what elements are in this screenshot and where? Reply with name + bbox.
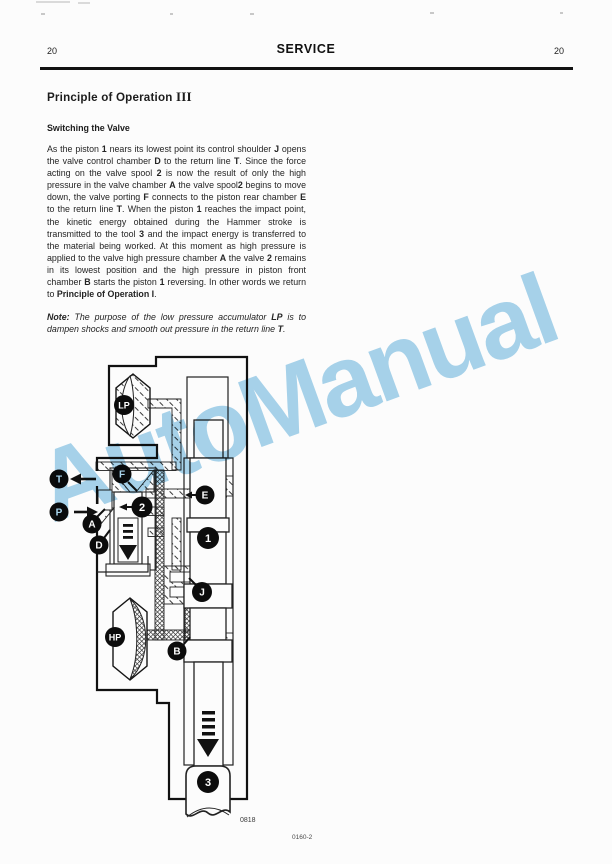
badge-t: T bbox=[49, 469, 69, 489]
svg-text:F: F bbox=[119, 470, 125, 481]
badge-hp: HP bbox=[105, 627, 125, 647]
svg-text:2: 2 bbox=[139, 502, 145, 514]
page-title: SERVICE bbox=[276, 42, 336, 56]
scan-artifact bbox=[36, 1, 70, 3]
scan-artifact bbox=[78, 2, 90, 4]
spool-stroke-arrow bbox=[119, 524, 137, 560]
svg-text:3: 3 bbox=[205, 777, 211, 789]
badge-spool-2: 2 bbox=[131, 496, 153, 518]
page-number-right: 20 bbox=[553, 46, 564, 56]
header-rule bbox=[40, 67, 573, 70]
badge-f: F bbox=[112, 464, 132, 484]
scan-artifact bbox=[41, 13, 45, 15]
p-flow-arrowhead bbox=[87, 506, 98, 518]
badges: LP T P F 2 A D E 1 J HP B 3 bbox=[49, 395, 219, 793]
chamber-j-notch bbox=[169, 571, 191, 583]
badge-lp: LP bbox=[114, 395, 134, 415]
figure-number: 0818 bbox=[240, 817, 256, 824]
badge-a: A bbox=[82, 514, 102, 534]
body-paragraph: As the piston 1 nears its lowest point i… bbox=[47, 144, 306, 300]
badge-p: P bbox=[49, 502, 69, 522]
svg-text:1: 1 bbox=[205, 533, 211, 545]
piston-crown bbox=[193, 419, 224, 459]
scan-artifact bbox=[560, 12, 563, 14]
scan-artifact bbox=[250, 13, 254, 15]
badge-e: E bbox=[195, 485, 215, 505]
port-t bbox=[70, 471, 104, 486]
svg-text:D: D bbox=[95, 541, 102, 552]
section-heading: Principle of Operation III bbox=[47, 89, 306, 105]
valve-porting-right bbox=[135, 468, 155, 493]
svg-text:J: J bbox=[199, 588, 205, 599]
valve-assembly bbox=[95, 467, 157, 577]
document-code: 0160-2 bbox=[292, 834, 313, 841]
svg-text:B: B bbox=[173, 647, 180, 658]
tool-break-line bbox=[186, 807, 230, 818]
hp-accumulator bbox=[112, 597, 148, 681]
section-heading-text: Principle of Operation bbox=[47, 91, 173, 104]
note-paragraph: Note: The purpose of the low pressure ac… bbox=[47, 312, 306, 335]
svg-text:T: T bbox=[56, 475, 62, 486]
return-pipe-top bbox=[95, 461, 177, 471]
page-number-left: 20 bbox=[47, 46, 58, 56]
svg-text:E: E bbox=[202, 491, 209, 502]
article: Principle of Operation III Switching the… bbox=[47, 89, 306, 346]
badge-d: D bbox=[89, 535, 109, 555]
section-heading-numeral: III bbox=[175, 89, 192, 104]
svg-text:HP: HP bbox=[109, 633, 122, 643]
lp-feed-pipe bbox=[147, 398, 182, 471]
subsection-heading: Switching the Valve bbox=[47, 123, 130, 133]
svg-text:P: P bbox=[56, 508, 63, 519]
hydraulic-pipes bbox=[95, 398, 234, 660]
svg-text:LP: LP bbox=[118, 401, 130, 411]
t-flow-arrowhead bbox=[70, 473, 81, 485]
scan-artifact bbox=[430, 12, 434, 14]
hp-membrane bbox=[129, 598, 147, 680]
badge-tool-3: 3 bbox=[197, 771, 219, 793]
piston-body-lower bbox=[189, 607, 227, 641]
badge-j: J bbox=[192, 582, 212, 602]
piston-flange-b bbox=[183, 639, 233, 663]
piston-stroke-arrow bbox=[197, 711, 219, 757]
valve-bottom-cap bbox=[105, 563, 151, 577]
hp-cavity-step bbox=[97, 556, 149, 573]
secondary-vertical-passage bbox=[171, 517, 182, 571]
badge-piston-1: 1 bbox=[197, 527, 219, 549]
svg-text:A: A bbox=[88, 520, 95, 531]
housing-outline bbox=[95, 355, 249, 801]
badge-b: B bbox=[167, 641, 187, 661]
scan-artifact bbox=[170, 13, 173, 15]
